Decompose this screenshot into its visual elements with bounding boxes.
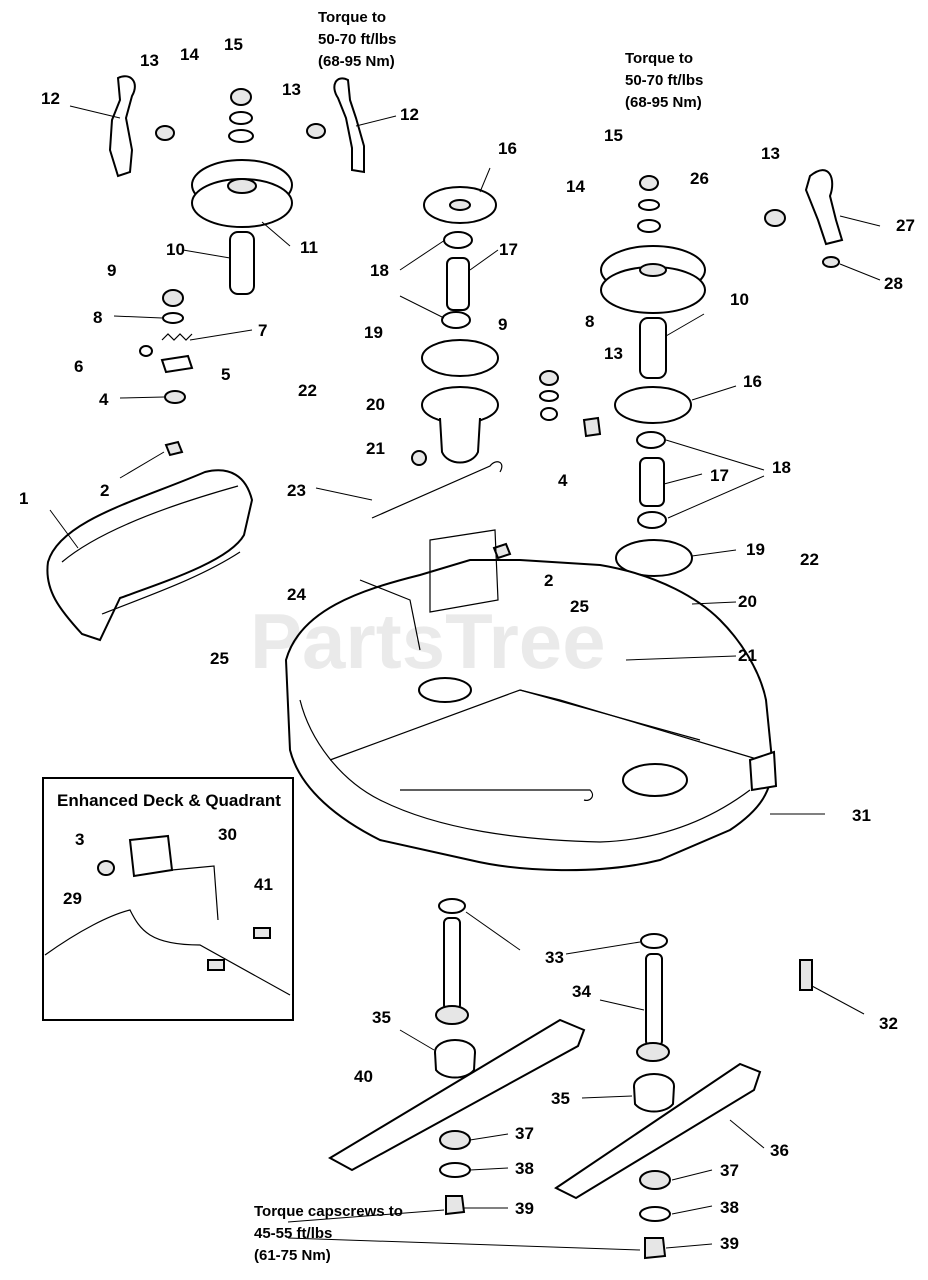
callout-12: 12 (41, 89, 60, 108)
callout-2: 2 (544, 571, 553, 590)
callout-21: 21 (366, 439, 385, 458)
callout-8: 8 (93, 308, 102, 327)
callout-39: 39 (720, 1234, 739, 1253)
callout-18: 18 (370, 261, 389, 280)
callout-13: 13 (140, 51, 159, 70)
lower-blade-assembly (327, 898, 813, 1260)
callout-11: 11 (300, 238, 318, 257)
torque-note-right: Torque to 50-70 ft/lbs (68-95 Nm) (625, 50, 703, 111)
svg-text:Torque to: Torque to (318, 9, 386, 26)
left-pulley-assembly (108, 75, 365, 457)
callout-23: 23 (287, 481, 306, 500)
callout-13: 13 (282, 80, 301, 99)
callout-33: 33 (545, 948, 564, 967)
callout-20: 20 (738, 592, 757, 611)
callout-30: 30 (218, 825, 237, 844)
torque-note-capscrews: Torque capscrews to 45-55 ft/lbs (61-75 … (254, 1203, 403, 1264)
svg-text:(61-75 Nm): (61-75 Nm) (254, 1247, 331, 1264)
callout-20: 20 (366, 395, 385, 414)
callout-8: 8 (585, 312, 594, 331)
callout-6: 6 (74, 357, 83, 376)
callout-9: 9 (498, 315, 507, 334)
callout-1: 1 (19, 489, 28, 508)
callout-15: 15 (604, 126, 623, 145)
callout-36: 36 (770, 1141, 789, 1160)
callout-25: 25 (570, 597, 589, 616)
callout-13: 13 (761, 144, 780, 163)
callout-3: 3 (75, 830, 84, 849)
callout-17: 17 (499, 240, 518, 259)
svg-text:(68-95 Nm): (68-95 Nm) (318, 53, 395, 70)
callout-16: 16 (498, 139, 517, 158)
callout-26: 26 (690, 169, 709, 188)
callout-39: 39 (515, 1199, 534, 1218)
callout-4: 4 (99, 390, 109, 409)
callout-10: 10 (730, 290, 749, 309)
svg-text:Torque capscrews to: Torque capscrews to (254, 1203, 403, 1220)
callout-37: 37 (720, 1161, 739, 1180)
callout-35: 35 (551, 1089, 570, 1108)
callout-25: 25 (210, 649, 229, 668)
callout-13: 13 (604, 344, 623, 363)
mower-deck (284, 529, 778, 872)
callout-22: 22 (800, 550, 819, 569)
svg-text:50-70 ft/lbs: 50-70 ft/lbs (318, 31, 396, 48)
callout-37: 37 (515, 1124, 534, 1143)
callout-22: 22 (298, 381, 317, 400)
svg-text:Torque to: Torque to (625, 50, 693, 67)
callout-14: 14 (180, 45, 199, 64)
callout-7: 7 (258, 321, 267, 340)
leader-lines (49, 105, 881, 1251)
callout-27: 27 (896, 216, 915, 235)
callout-18: 18 (772, 458, 791, 477)
callout-32: 32 (879, 1014, 898, 1033)
inset-title: Enhanced Deck & Quadrant (57, 791, 281, 810)
inset-enhanced-deck (42, 777, 294, 1021)
callout-31: 31 (852, 806, 871, 825)
svg-text:45-55 ft/lbs: 45-55 ft/lbs (254, 1225, 332, 1242)
callout-24: 24 (287, 585, 306, 604)
callout-38: 38 (720, 1198, 739, 1217)
callout-34: 34 (572, 982, 591, 1001)
callout-5: 5 (221, 365, 230, 384)
callout-40: 40 (354, 1067, 373, 1086)
callout-29: 29 (63, 889, 82, 908)
callout-labels: 1 2 2 3 4 4 5 6 7 8 8 9 9 10 10 11 12 12… (19, 35, 915, 1253)
svg-text:(68-95 Nm): (68-95 Nm) (625, 94, 702, 111)
torque-note-left: Torque to 50-70 ft/lbs (68-95 Nm) (318, 9, 396, 70)
callout-35: 35 (372, 1008, 391, 1027)
callout-2: 2 (100, 481, 109, 500)
watermark: PartsTree (250, 597, 606, 685)
callout-41: 41 (254, 875, 273, 894)
callout-19: 19 (364, 323, 383, 342)
callout-10: 10 (166, 240, 185, 259)
callout-15: 15 (224, 35, 243, 54)
callout-28: 28 (884, 274, 903, 293)
callout-9: 9 (107, 261, 116, 280)
callout-12: 12 (400, 105, 419, 124)
callout-14: 14 (566, 177, 585, 196)
svg-text:50-70 ft/lbs: 50-70 ft/lbs (625, 72, 703, 89)
callout-21: 21 (738, 646, 757, 665)
callout-16: 16 (743, 372, 762, 391)
callout-19: 19 (746, 540, 765, 559)
callout-38: 38 (515, 1159, 534, 1178)
callout-4: 4 (558, 471, 568, 490)
callout-17: 17 (710, 466, 729, 485)
belt-cover (46, 469, 254, 642)
left-spindle-assembly (371, 186, 559, 560)
